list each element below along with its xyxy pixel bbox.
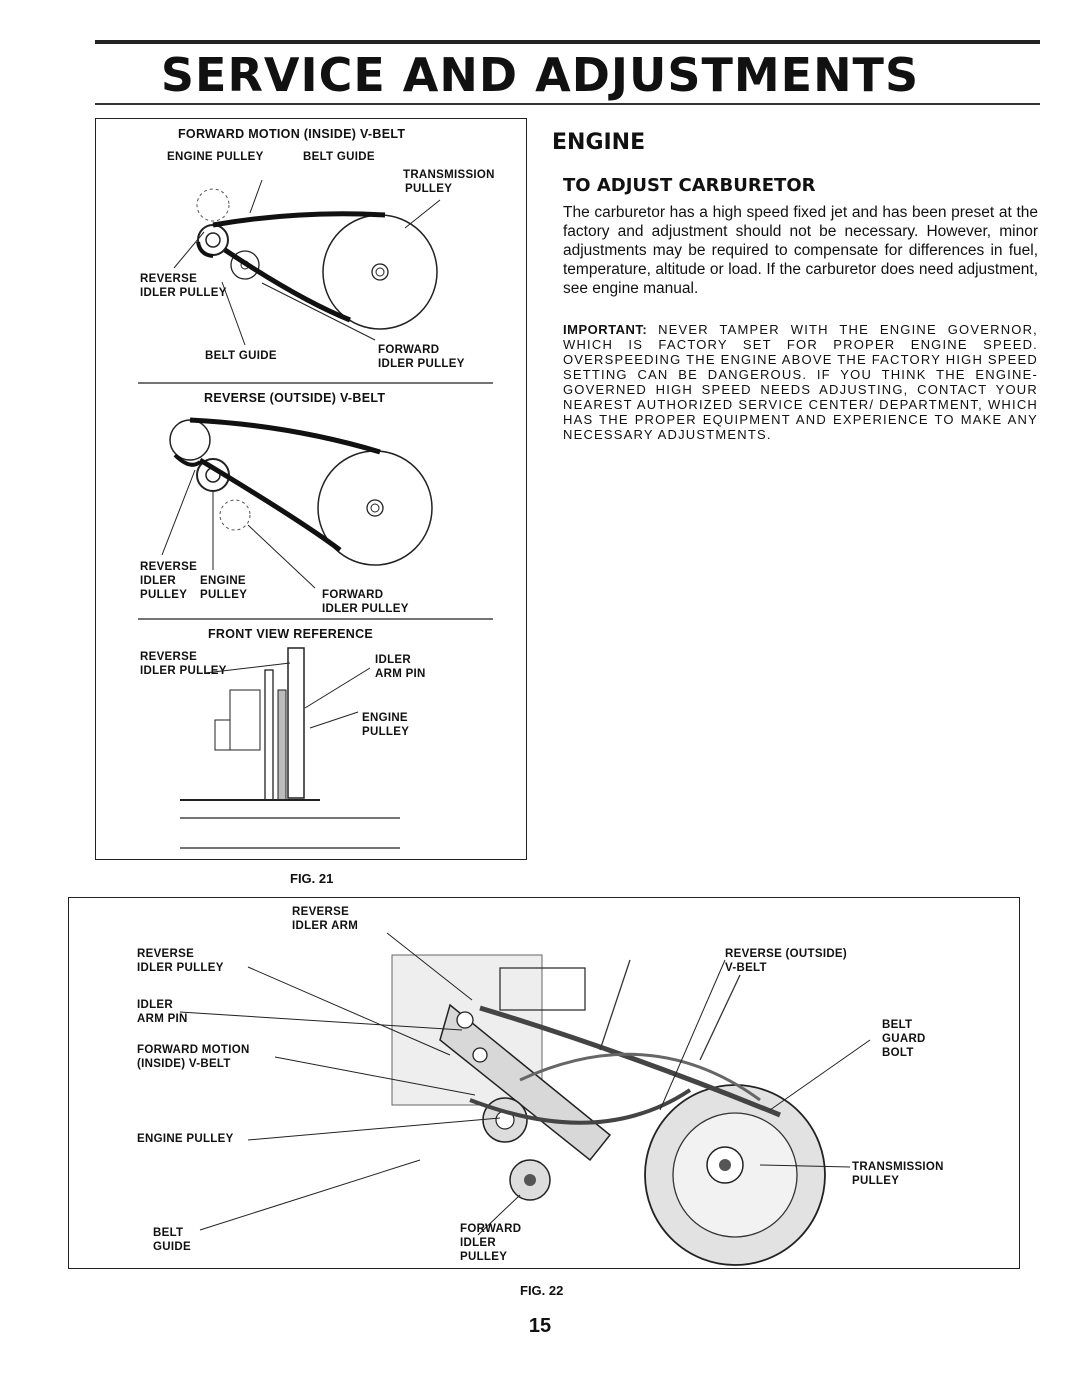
reverse-belt-heading: REVERSE (OUTSIDE) V-BELT xyxy=(204,391,386,405)
forward-motion-belt-label: FORWARD MOTION (INSIDE) V-BELT xyxy=(137,1044,250,1070)
engine-pulley-label-2: ENGINE PULLEY xyxy=(200,575,248,601)
belt-guide-bottom-label: BELT GUIDE xyxy=(205,350,277,362)
reverse-idler-pulley-label: REVERSE IDLER PULLEY xyxy=(140,273,227,299)
page-number: 15 xyxy=(528,1315,552,1337)
fig21-caption: FIG. 21 xyxy=(290,871,334,886)
page-title: SERVICE AND ADJUSTMENTS xyxy=(160,48,920,102)
reverse-belt-diagram xyxy=(161,417,433,589)
reverse-idler-pulley-label-3: REVERSE IDLER PULLEY xyxy=(137,948,224,974)
front-reverse-idler-label: REVERSE IDLER PULLEY xyxy=(140,651,227,677)
front-idler-arm-pin-label: IDLER ARM PIN xyxy=(375,654,426,680)
transmission-pulley-label-3: TRANSMISSION PULLEY xyxy=(852,1161,944,1187)
forward-idler-pulley-label: FORWARD IDLER PULLEY xyxy=(378,344,465,370)
front-view-heading: FRONT VIEW REFERENCE xyxy=(208,627,374,641)
fig22-artwork xyxy=(179,932,871,1266)
forward-idler-pulley-label-2: FORWARD IDLER PULLEY xyxy=(322,589,409,615)
reverse-idler-pulley-label-2: REVERSE IDLER PULLEY xyxy=(140,561,198,601)
belt-guard-bolt-label: BELT GUARD BOLT xyxy=(882,1019,926,1059)
engine-heading: ENGINE xyxy=(552,130,646,155)
important-notice: IMPORTANT: NEVER TAMPER WITH THE ENGINE … xyxy=(563,322,1038,442)
reverse-outside-belt-label: REVERSE (OUTSIDE) V-BELT xyxy=(725,948,848,974)
important-label: IMPORTANT: xyxy=(563,322,648,337)
important-text: NEVER TAMPER WITH THE ENGINE GOVERNOR, W… xyxy=(563,322,1038,442)
belt-guide-label: BELT GUIDE xyxy=(303,151,375,163)
header-rule-top xyxy=(95,40,1040,44)
engine-pulley-label-3: ENGINE PULLEY xyxy=(137,1133,234,1145)
fig22-caption: FIG. 22 xyxy=(520,1283,564,1298)
forward-belt-diagram xyxy=(173,179,441,346)
idler-arm-pin-label: IDLER ARM PIN xyxy=(137,999,188,1025)
fig22-panel xyxy=(68,897,1020,1269)
transmission-label: TRANSMISSION xyxy=(403,169,495,181)
fig21-panel xyxy=(95,118,527,860)
adjust-carburetor-heading: TO ADJUST CARBURETOR xyxy=(563,175,816,196)
forward-idler-pulley-label-3: FORWARD IDLER PULLEY xyxy=(460,1223,522,1263)
transmission-pulley-label: PULLEY xyxy=(405,183,453,195)
reverse-idler-arm-label: REVERSE IDLER ARM xyxy=(292,906,359,932)
belt-guide-label-3: BELT GUIDE xyxy=(153,1227,191,1253)
front-view-diagram xyxy=(180,647,400,849)
carburetor-paragraph: The carburetor has a high speed fixed je… xyxy=(563,204,1038,297)
front-engine-pulley-label: ENGINE PULLEY xyxy=(362,712,410,738)
forward-belt-heading: FORWARD MOTION (INSIDE) V-BELT xyxy=(178,127,406,141)
header-rule-bottom xyxy=(95,103,1040,105)
engine-pulley-label: ENGINE PULLEY xyxy=(167,151,264,163)
